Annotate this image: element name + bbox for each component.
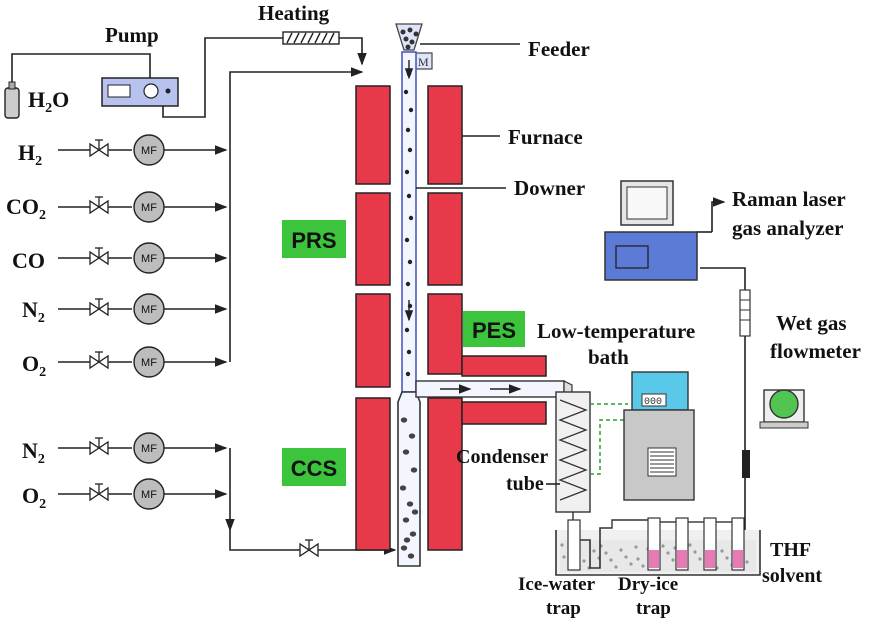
raman-label-line2: gas analyzer bbox=[732, 216, 843, 240]
valve-icon bbox=[89, 247, 109, 266]
pump-to-heater-line bbox=[162, 37, 283, 118]
svg-text:CCS: CCS bbox=[291, 456, 337, 481]
valve-icon bbox=[89, 298, 109, 317]
condenser-tube bbox=[555, 391, 591, 535]
svg-text:PES: PES bbox=[472, 318, 516, 343]
upper-manifold-to-downer bbox=[229, 67, 364, 150]
gas-inlet-row: MF bbox=[58, 478, 228, 510]
gas-inlet-row: MF bbox=[58, 293, 228, 325]
mass-flow-controller: MF bbox=[133, 191, 165, 223]
furnace-heaters bbox=[355, 85, 547, 551]
svg-text:MF: MF bbox=[141, 357, 157, 369]
zone-pes: PES bbox=[463, 311, 525, 347]
valve-icon bbox=[89, 351, 109, 370]
svg-text:MF: MF bbox=[141, 253, 157, 265]
heating-label: Heating bbox=[258, 1, 330, 25]
svg-text:MF: MF bbox=[141, 145, 157, 157]
flow-sensor-lower bbox=[742, 450, 750, 478]
svg-text:MF: MF bbox=[141, 489, 157, 501]
pump-label: Pump bbox=[105, 23, 159, 47]
lowtemp-label-line1: Low-temperature bbox=[537, 319, 695, 343]
feeder-hopper: M bbox=[395, 23, 433, 70]
pump-unit bbox=[101, 77, 179, 107]
gas-label-h2: H2 bbox=[18, 140, 42, 169]
dryice-label-line1: Dry-ice bbox=[618, 574, 678, 595]
heating-coil bbox=[282, 31, 340, 45]
svg-text:MF: MF bbox=[141, 202, 157, 214]
falling-particles bbox=[399, 60, 419, 559]
coolant-line-bottom bbox=[590, 419, 628, 475]
thf-label-line1: THF bbox=[770, 539, 811, 561]
ccs-inlet-valve-icon bbox=[299, 539, 319, 558]
zone-prs: PRS bbox=[282, 220, 346, 258]
valve-icon bbox=[89, 139, 109, 158]
svg-text:MF: MF bbox=[141, 443, 157, 455]
wetgas-label-line2: flowmeter bbox=[770, 339, 861, 363]
lower-manifold-to-ccs bbox=[229, 530, 397, 555]
water-line bbox=[11, 53, 151, 82]
condenser-label-line1: Condenser bbox=[456, 446, 548, 468]
heater-to-downer-line bbox=[339, 37, 367, 66]
gas-label-o2-lower: O2 bbox=[22, 483, 46, 512]
dry-ice-trap bbox=[608, 517, 745, 571]
gas-inlet-row: MF bbox=[58, 134, 228, 166]
valve-icon bbox=[89, 483, 109, 502]
gas-inlet-row: MF bbox=[58, 242, 228, 274]
raman-analyzer bbox=[604, 180, 698, 281]
gas-label-n2-lower: N2 bbox=[22, 438, 45, 467]
cold-traps bbox=[555, 517, 761, 576]
mass-flow-controller: MF bbox=[133, 242, 165, 274]
svg-text:MF: MF bbox=[141, 304, 157, 316]
mass-flow-controller: MF bbox=[133, 432, 165, 464]
flow-sensor-upper bbox=[739, 289, 751, 337]
ice-water-trap bbox=[567, 519, 608, 571]
svg-text:PRS: PRS bbox=[291, 228, 336, 253]
pump-dial-icon bbox=[143, 83, 159, 99]
gas-inlet-row: MF bbox=[58, 191, 228, 223]
gas-label-co2: CO2 bbox=[6, 194, 46, 223]
mass-flow-controller: MF bbox=[133, 346, 165, 378]
gas-inlet-row: MF bbox=[58, 432, 228, 464]
mass-flow-controller: MF bbox=[133, 293, 165, 325]
zone-ccs: CCS bbox=[282, 448, 346, 486]
analyzer-return-line bbox=[700, 267, 746, 530]
wetgas-label-line1: Wet gas bbox=[776, 311, 847, 335]
icewater-label-line1: Ice-water bbox=[518, 574, 596, 595]
valve-icon bbox=[89, 437, 109, 456]
icewater-label-line2: trap bbox=[546, 598, 581, 619]
raman-label-line1: Raman laser bbox=[732, 187, 846, 211]
lowtemp-bath: 000 bbox=[623, 371, 695, 501]
flowmeter-dial-icon bbox=[769, 389, 799, 419]
mass-flow-controller: MF bbox=[133, 478, 165, 510]
svg-text:M: M bbox=[418, 55, 429, 69]
lowtemp-label-line2: bath bbox=[588, 345, 629, 369]
svg-text:000: 000 bbox=[644, 397, 662, 408]
gas-inlet-row: MF bbox=[58, 346, 228, 378]
dryice-label-line2: trap bbox=[636, 598, 671, 619]
valve-icon bbox=[89, 196, 109, 215]
downer-label: Downer bbox=[514, 176, 585, 200]
furnace-label: Furnace bbox=[508, 125, 583, 149]
feeder-label: Feeder bbox=[528, 37, 590, 61]
water-label: H2O bbox=[28, 87, 69, 116]
gas-label-co: CO bbox=[12, 248, 45, 273]
mass-flow-controller: MF bbox=[133, 134, 165, 166]
thf-label-line2: solvent bbox=[762, 565, 822, 587]
condenser-label-line2: tube bbox=[506, 473, 544, 495]
water-bottle bbox=[4, 81, 20, 119]
gas-label-n2: N2 bbox=[22, 297, 45, 326]
wet-gas-flowmeter bbox=[759, 389, 809, 429]
gas-label-o2: O2 bbox=[22, 351, 46, 380]
analyzer-vent-arrow bbox=[711, 197, 726, 232]
